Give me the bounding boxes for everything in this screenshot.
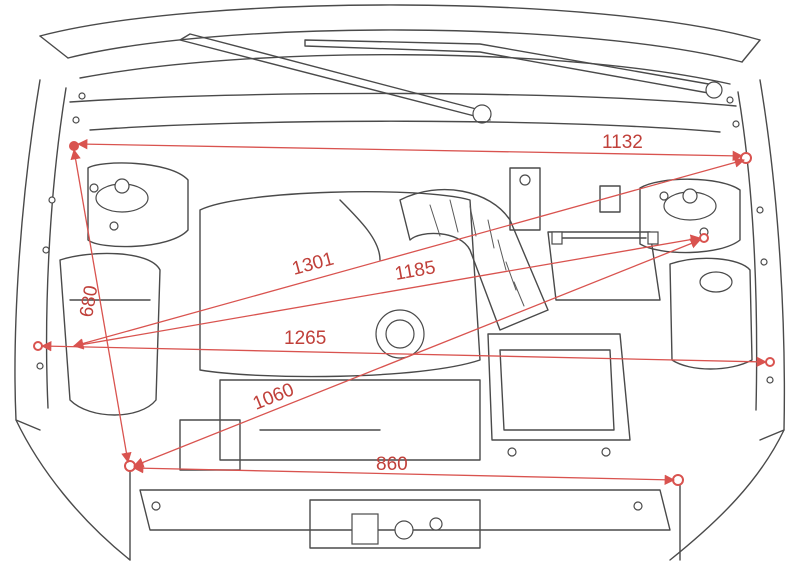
dim-label-1060: 1060 [250,379,297,414]
dim-line-1060 [133,238,701,468]
air-filter-box [487,333,631,457]
dim-label-680: 680 [76,284,102,319]
dimension-labels: 1132 1301 1185 680 1265 1060 860 [76,132,643,475]
dim-line-680 [70,148,132,464]
dim-line-1132 [76,138,744,162]
battery [509,167,661,301]
dim-line-860 [132,463,676,485]
dim-label-860: 860 [376,454,408,475]
coolant-reservoir [669,257,753,370]
dimension-lines [40,138,768,485]
fender-holes [36,92,774,384]
dim-label-1132: 1132 [602,132,643,153]
wiper-arm [179,33,723,124]
dim-label-1185: 1185 [393,257,437,285]
left-strut-mount [59,162,189,416]
radiator-support [139,489,671,549]
hood-outline [39,4,761,85]
dim-label-1265: 1265 [284,328,326,349]
body-panels [14,79,786,561]
